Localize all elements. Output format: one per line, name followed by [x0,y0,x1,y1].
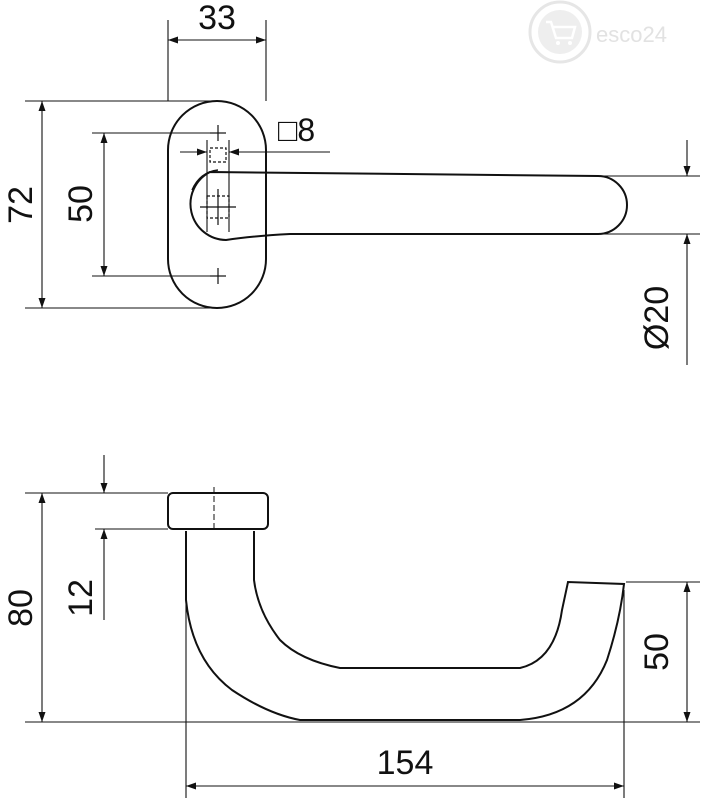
dim-label-spindle: □8 [278,112,315,148]
dim-spindle [180,140,330,232]
side-view [167,487,626,721]
dim-label-lever-diameter: Ø20 [638,286,676,350]
rose-side [167,492,269,530]
top-view [167,100,628,309]
dim-rose-height [25,100,215,309]
rose-outline [167,100,267,309]
lever-side [185,531,626,721]
dim-screw-spacing [92,132,210,277]
dim-lever-diameter [600,140,700,365]
dim-projection [185,590,625,798]
dim-lever-drop [626,581,700,722]
dim-total-height [25,492,700,723]
lever-outline [189,170,628,242]
dim-label-top-width: 33 [198,0,236,37]
watermark-text: esco24 [596,22,667,47]
screw-marks [200,125,236,284]
dim-rose-thickness [95,455,168,620]
dim-label-screw-spacing: 50 [62,185,100,223]
dim-label-lever-drop: 50 [638,633,676,671]
dim-top-width [167,20,267,101]
dim-label-projection: 154 [377,744,434,782]
dim-label-total-height: 80 [2,589,40,627]
dim-label-rose-thickness: 12 [62,579,100,617]
dim-label-rose-height: 72 [2,186,40,224]
watermark-logo: esco24 [528,0,667,64]
